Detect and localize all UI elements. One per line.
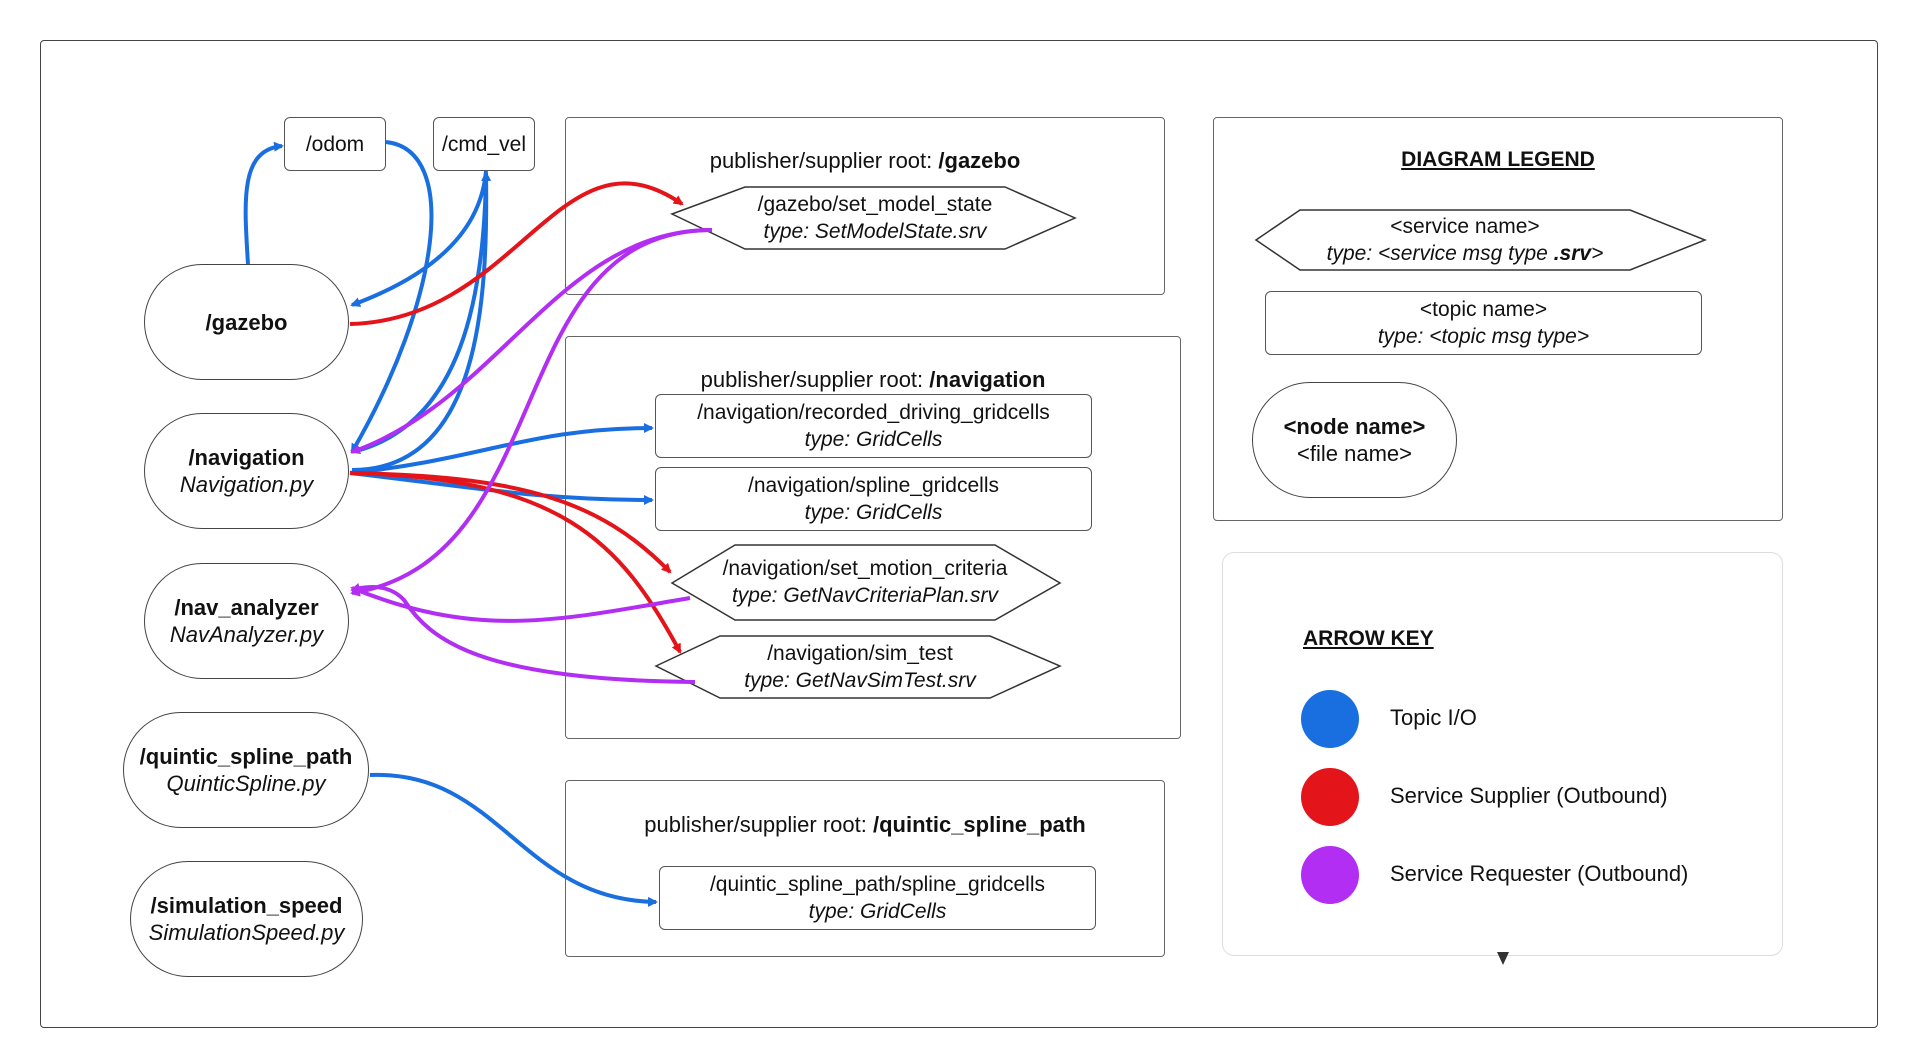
arrow-key-dot-requester bbox=[1301, 846, 1359, 904]
arrow-key-label-topic: Topic I/O bbox=[1390, 705, 1477, 730]
topic-spline-name: /navigation/spline_gridcells bbox=[748, 474, 999, 497]
arrow-key-title: ARROW KEY bbox=[1303, 627, 1434, 650]
legend-service-type: type: <service msg type .srv> bbox=[1327, 240, 1604, 267]
arrow-key-label-requester: Service Requester (Outbound) bbox=[1390, 861, 1689, 886]
arrow-nav-analyzer-to-simtest bbox=[350, 583, 696, 684]
hexagon-set-motion-criteria bbox=[670, 544, 1062, 621]
group-gazebo-title: publisher/supplier root: /gazebo bbox=[565, 148, 1165, 174]
node-quintic-name: /quintic_spline_path bbox=[139, 744, 353, 769]
topic-quintic-spline-gridcells: /quintic_spline_path/spline_gridcells ty… bbox=[659, 866, 1096, 930]
service-set-model-state-name: /gazebo/set_model_state bbox=[757, 193, 993, 216]
topic-odom: /odom bbox=[284, 117, 386, 171]
hexagon-legend-service bbox=[1254, 209, 1708, 271]
legend-service-name: <service name> bbox=[1390, 215, 1540, 238]
service-set-model-state-type: type: SetModelState.srv bbox=[763, 220, 987, 243]
hexagon-sim-test bbox=[654, 635, 1062, 699]
topic-recorded-driving-gridcells: /navigation/recorded_driving_gridcells t… bbox=[655, 394, 1092, 458]
node-nav-analyzer-file: NavAnalyzer.py bbox=[169, 622, 324, 647]
node-gazebo: /gazebo bbox=[144, 264, 349, 380]
arrow-odom-to-navigation bbox=[350, 140, 434, 454]
group-navigation-prefix: publisher/supplier root: bbox=[700, 367, 930, 392]
service-motion-type: type: GetNavCriteriaPlan.srv bbox=[731, 584, 999, 607]
legend-service-type-post: > bbox=[1591, 242, 1604, 265]
arrow-navigation-to-simtest bbox=[349, 471, 682, 654]
node-navigation-name: /navigation bbox=[188, 445, 305, 470]
node-simspeed-file: SimulationSpeed.py bbox=[148, 920, 345, 945]
legend-service-shape: <service name> type: <service msg type .… bbox=[1290, 210, 1640, 270]
group-gazebo bbox=[565, 117, 1165, 295]
node-quintic-file: QuinticSpline.py bbox=[166, 771, 326, 796]
arrow-key-dot-supplier bbox=[1301, 768, 1359, 826]
service-set-motion-criteria: /navigation/set_motion_criteria type: Ge… bbox=[700, 550, 1030, 614]
legend-topic-shape: <topic name> type: <topic msg type> bbox=[1265, 291, 1702, 355]
legend-service-type-bold: .srv bbox=[1553, 242, 1592, 265]
outer-frame bbox=[40, 40, 1878, 1028]
group-gazebo-prefix: publisher/supplier root: bbox=[709, 148, 939, 173]
topic-cmd-vel: /cmd_vel bbox=[433, 117, 535, 171]
arrow-navigation-to-spline bbox=[349, 471, 654, 505]
service-set-model-state: /gazebo/set_model_state type: SetModelSt… bbox=[700, 187, 1050, 249]
arrow-cmdvel-to-gazebo bbox=[350, 170, 488, 307]
legend-node-name: <node name> bbox=[1283, 414, 1426, 439]
node-quintic-spline-path: /quintic_spline_path QuinticSpline.py bbox=[123, 712, 369, 828]
arrow-navigation-to-recorded bbox=[349, 423, 654, 475]
node-navigation: /navigation Navigation.py bbox=[144, 413, 349, 529]
topic-recorded-type: type: GridCells bbox=[804, 428, 943, 451]
legend-topic-name: <topic name> bbox=[1419, 298, 1548, 321]
arrow-navigation-to-cmdvel-2 bbox=[359, 174, 488, 452]
node-simspeed-name: /simulation_speed bbox=[150, 893, 343, 918]
arrow-quintic-to-spline bbox=[369, 772, 658, 907]
topic-recorded-name: /navigation/recorded_driving_gridcells bbox=[697, 401, 1050, 424]
group-navigation-root: /navigation bbox=[929, 367, 1046, 392]
triangle-marker bbox=[1497, 952, 1509, 965]
group-gazebo-root: /gazebo bbox=[938, 148, 1021, 173]
arrow-nav-analyzer-to-motion bbox=[350, 586, 691, 623]
legend-title: DIAGRAM LEGEND bbox=[1401, 148, 1595, 171]
service-motion-name: /navigation/set_motion_criteria bbox=[722, 557, 1008, 580]
topic-spline-gridcells: /navigation/spline_gridcells type: GridC… bbox=[655, 467, 1092, 531]
legend-node-shape: <node name> <file name> bbox=[1252, 382, 1457, 498]
topic-quintic-spline-type: type: GridCells bbox=[808, 900, 947, 923]
arrow-navigation-to-cmdvel bbox=[351, 171, 492, 472]
arrow-navigation-to-motion bbox=[349, 471, 672, 574]
hexagon-set-model-state bbox=[670, 186, 1077, 250]
node-simulation-speed: /simulation_speed SimulationSpeed.py bbox=[130, 861, 363, 977]
group-quintic-title: publisher/supplier root: /quintic_spline… bbox=[565, 812, 1165, 838]
topic-cmd-vel-label: /cmd_vel bbox=[441, 132, 527, 156]
node-gazebo-name: /gazebo bbox=[205, 309, 288, 335]
service-sim-test: /navigation/sim_test type: GetNavSimTest… bbox=[700, 636, 1020, 698]
node-nav-analyzer: /nav_analyzer NavAnalyzer.py bbox=[144, 563, 349, 679]
legend-file-name: <file name> bbox=[1297, 441, 1412, 466]
topic-odom-label: /odom bbox=[305, 132, 365, 156]
topic-quintic-spline-name: /quintic_spline_path/spline_gridcells bbox=[709, 873, 1046, 896]
arrow-nav-analyzer-to-set-model-state bbox=[350, 228, 713, 597]
arrow-gazebo-to-set-model-state bbox=[349, 181, 684, 326]
arrow-gazebo-to-odom bbox=[243, 141, 284, 265]
legend-topic-type: type: <topic msg type> bbox=[1377, 325, 1590, 348]
topic-spline-type: type: GridCells bbox=[804, 501, 943, 524]
node-navigation-file: Navigation.py bbox=[179, 472, 314, 497]
group-quintic-root: /quintic_spline_path bbox=[872, 812, 1086, 837]
arrow-key-label-supplier: Service Supplier (Outbound) bbox=[1390, 783, 1668, 808]
service-simtest-type: type: GetNavSimTest.srv bbox=[744, 669, 976, 692]
legend-service-type-pre: type: <service msg type bbox=[1326, 242, 1554, 265]
node-nav-analyzer-name: /nav_analyzer bbox=[174, 595, 319, 620]
service-simtest-name: /navigation/sim_test bbox=[767, 642, 953, 665]
group-quintic-prefix: publisher/supplier root: bbox=[644, 812, 873, 837]
group-navigation-title: publisher/supplier root: /navigation bbox=[565, 367, 1181, 393]
arrow-key-dot-topic bbox=[1301, 690, 1359, 748]
